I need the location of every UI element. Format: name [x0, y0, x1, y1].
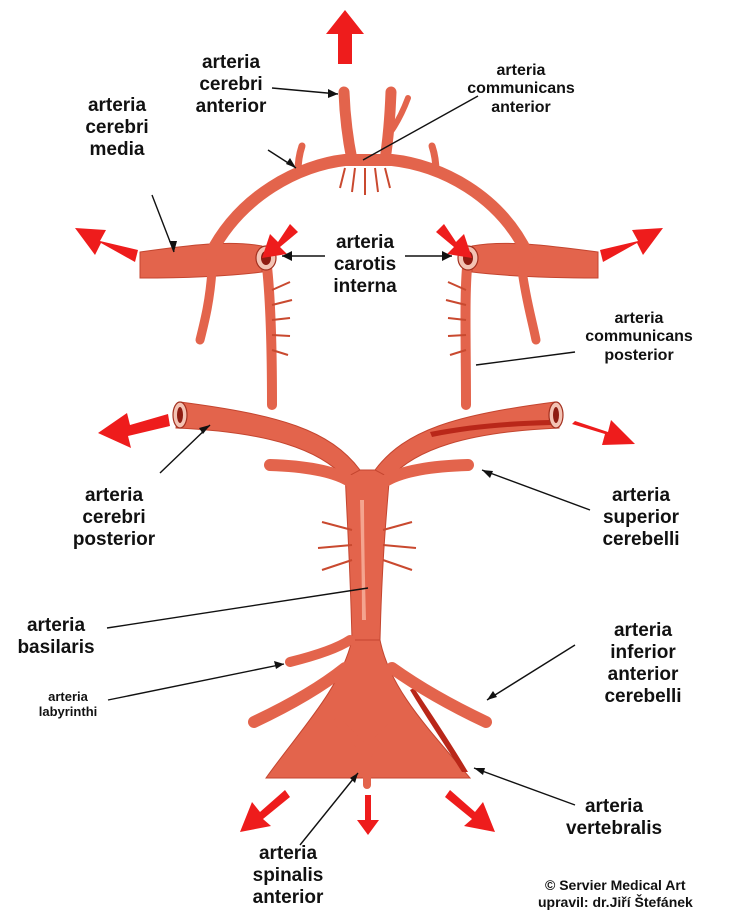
credit-line-2: upravil: dr.Jiří Štefánek [538, 894, 693, 910]
label-inferior-anterior-cerebelli: arteria inferior anterior cerebelli [588, 620, 698, 707]
middle-cerebral-right [472, 243, 598, 278]
aca-twig-right [432, 146, 436, 172]
label-spinalis-anterior: arteria spinalis anterior [240, 843, 336, 909]
anterior-cerebral-right-up [385, 92, 391, 160]
label-communicans-posterior: arteria communicans posterior [578, 310, 700, 365]
middle-cerebral-left [140, 243, 262, 278]
pca-opening-left [173, 402, 187, 428]
posterior-communicating-right [466, 258, 469, 405]
label-labyrinthi: arteria labyrinthi [30, 690, 106, 720]
label-cerebri-posterior: arteria cerebri posterior [66, 485, 162, 551]
basilar-artery [345, 470, 390, 640]
label-basilaris: arteria basilaris [10, 615, 102, 659]
label-communicans-anterior: arteria communicans anterior [460, 62, 582, 117]
flow-arrow-icon [445, 790, 495, 832]
flow-arrow-icon [572, 420, 635, 445]
flow-arrow-icon [600, 228, 663, 262]
flow-arrow-icon [436, 224, 472, 258]
label-cerebri-media: arteria cerebri media [76, 95, 158, 161]
flow-arrow-icon [240, 790, 290, 832]
flow-arrow-icon [98, 413, 170, 448]
pca-opening-right [549, 402, 563, 428]
flow-arrow-icon [326, 10, 364, 64]
flow-arrow-icon [262, 224, 298, 258]
flow-arrow-icon [75, 228, 138, 262]
flow-arrow-icon [357, 795, 379, 835]
mca-branch-left [200, 270, 212, 340]
mca-branch-right [522, 270, 536, 340]
credit-line-1: © Servier Medical Art [545, 877, 686, 893]
label-superior-cerebelli: arteria superior cerebelli [586, 485, 696, 551]
label-vertebralis: arteria vertebralis [548, 796, 680, 840]
posterior-communicating-left [266, 258, 272, 405]
artery-network [140, 92, 598, 785]
aca-twig-left [298, 146, 302, 172]
anterior-cerebral-left-up [344, 92, 352, 160]
label-cerebri-anterior: arteria cerebri anterior [190, 52, 272, 118]
labyrinthine-artery [290, 640, 350, 662]
label-carotis-interna: arteria carotis interna [322, 232, 408, 298]
